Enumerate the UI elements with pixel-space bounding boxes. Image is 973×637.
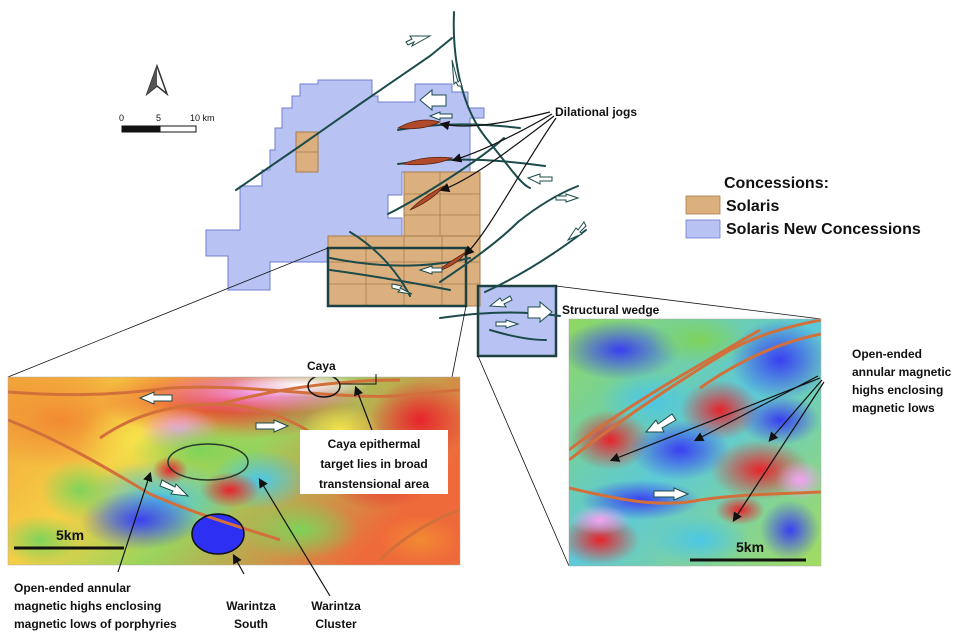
fault-wedge-3 bbox=[489, 329, 547, 341]
warintza-cluster-line-1: Warintza bbox=[311, 599, 361, 613]
annular-left-line-1: Open-ended annular bbox=[14, 581, 131, 595]
arrow-nw-icon bbox=[405, 35, 432, 48]
new-concession-west bbox=[205, 79, 485, 291]
dilational-jogs bbox=[396, 119, 467, 273]
inset-left-arrow-1-icon bbox=[138, 391, 173, 405]
scale-tick-5: 5 bbox=[156, 113, 161, 123]
arrow-big-left-icon bbox=[419, 88, 447, 112]
annular-right-line-4: magnetic lows bbox=[852, 401, 935, 415]
legend-swatch-solaris bbox=[685, 195, 721, 215]
inset-left-scale-label: 5km bbox=[56, 527, 84, 543]
inset-right-faults bbox=[569, 319, 821, 505]
arrow-wedge-2-icon bbox=[495, 319, 520, 329]
caya-circle bbox=[307, 377, 341, 398]
inset-right-arrow-2-icon bbox=[653, 487, 690, 501]
focus-box-warintza bbox=[326, 246, 468, 308]
inset-left-arrow-2-icon bbox=[255, 419, 290, 433]
legend-label-solaris: Solaris bbox=[726, 198, 779, 215]
arrow-jog-2-icon bbox=[526, 173, 553, 185]
fault-wedge-2 bbox=[484, 229, 587, 293]
inset-right-leaders bbox=[609, 375, 825, 523]
fault-southeast bbox=[439, 185, 579, 283]
arrow-n-icon bbox=[451, 59, 463, 87]
caya-bracket bbox=[340, 374, 377, 385]
annular-left-line-3: magnetic lows of porphyries bbox=[14, 617, 177, 631]
arrow-east-1-icon bbox=[555, 193, 580, 203]
focus-box-structural-wedge bbox=[476, 284, 558, 358]
arrow-wedge-big-icon bbox=[527, 300, 553, 324]
annular-left-line-2: magnetic highs enclosing bbox=[14, 599, 161, 613]
jog-leaders bbox=[439, 111, 557, 256]
label-caya: Caya bbox=[307, 359, 336, 373]
inset-right-magnetics bbox=[569, 319, 821, 566]
arrow-east-2-icon bbox=[566, 221, 587, 242]
arrow-wedge-1-icon bbox=[488, 295, 513, 308]
annular-right-line-1: Open-ended bbox=[852, 347, 922, 361]
scale-tick-0: 0 bbox=[119, 113, 124, 123]
fault-east bbox=[387, 137, 505, 215]
caya-target-line-2: target lies in broad bbox=[320, 457, 427, 471]
label-structural-wedge: Structural wedge bbox=[562, 303, 660, 317]
inset-left-arrow-3-icon bbox=[159, 479, 190, 497]
scale-bar: 0 5 10 km bbox=[119, 113, 215, 133]
warintza-south-line-1: Warintza bbox=[226, 599, 276, 613]
inset-connectors bbox=[7, 247, 822, 567]
annular-right-line-3: highs enclosing bbox=[852, 383, 943, 397]
warintza-cluster-circle bbox=[167, 443, 249, 481]
legend-label-new: Solaris New Concessions bbox=[726, 221, 921, 238]
north-arrow-icon bbox=[145, 63, 169, 97]
caya-target-line-1: Caya epithermal bbox=[328, 437, 421, 451]
fault-south-3 bbox=[329, 269, 451, 291]
inset-right-arrow-1-icon bbox=[644, 413, 677, 433]
inset-left-faults bbox=[8, 378, 460, 562]
legend-swatch-new bbox=[685, 219, 721, 239]
arrow-south-1-icon bbox=[418, 265, 443, 275]
warintza-south-line-2: South bbox=[234, 617, 268, 631]
caya-target-leader bbox=[354, 385, 373, 431]
new-concessions-polygons bbox=[205, 79, 557, 357]
movement-arrows bbox=[391, 35, 587, 329]
scale-tick-10: 10 km bbox=[190, 113, 215, 123]
annular-right-line-2: annular magnetic bbox=[852, 365, 952, 379]
legend: Concessions: Solaris Solaris New Concess… bbox=[685, 175, 921, 239]
caya-target-box bbox=[300, 430, 448, 494]
inset-right-scale-label: 5km bbox=[736, 539, 764, 555]
warintza-south-circle bbox=[191, 513, 245, 555]
warintza-cluster-line-2: Cluster bbox=[315, 617, 357, 631]
arrow-south-2-icon bbox=[391, 283, 413, 295]
caya-target-line-3: transtensional area bbox=[319, 477, 429, 491]
fault-south-2 bbox=[349, 231, 411, 297]
legend-title: Concessions: bbox=[724, 175, 829, 192]
arrow-jog-1-icon bbox=[428, 111, 453, 121]
fault-northwest bbox=[235, 37, 453, 191]
new-concession-structural-wedge bbox=[477, 285, 557, 357]
inset-left-leaders bbox=[117, 471, 331, 597]
label-dilational-jogs: Dilational jogs bbox=[555, 105, 637, 119]
